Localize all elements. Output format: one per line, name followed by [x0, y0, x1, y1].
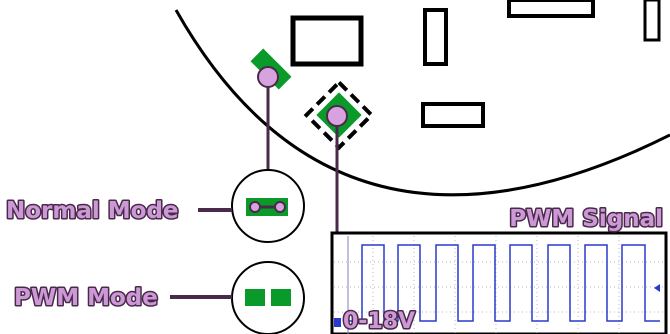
pwm-signal-title: PWM Signal: [509, 206, 663, 232]
trigger-marker-icon: [654, 284, 660, 292]
pwm-mode-pad-left: [245, 289, 265, 306]
component-rect-2: [423, 8, 448, 66]
ground-marker: [334, 318, 341, 327]
component-rect-4: [421, 102, 485, 128]
voltage-range-label: 0-18V: [343, 309, 415, 334]
normal-mode-jumper-pin-left: [249, 201, 261, 213]
normal-mode-jumper-pin-right: [274, 201, 286, 213]
oscilloscope-frame: [330, 231, 668, 334]
oscilloscope-grid: [334, 236, 664, 334]
component-rect-1: [290, 15, 364, 67]
pwm-mode-pointer: [326, 105, 348, 127]
oscilloscope-panel: [330, 231, 668, 334]
component-rect-3: [507, 0, 595, 18]
normal-mode-label: Normal Mode: [6, 198, 179, 224]
normal-mode-pointer: [257, 66, 279, 88]
pwm-mode-zoom-circle: [231, 261, 305, 334]
pwm-mode-pad-right: [271, 289, 291, 306]
board-outline-arc: [174, 9, 670, 197]
component-rect-5: [643, 0, 661, 42]
pwm-waveform: [346, 244, 660, 322]
pwm-mode-label: PWM Mode: [14, 285, 158, 311]
pwm-mode-pad-outline: [303, 79, 375, 151]
